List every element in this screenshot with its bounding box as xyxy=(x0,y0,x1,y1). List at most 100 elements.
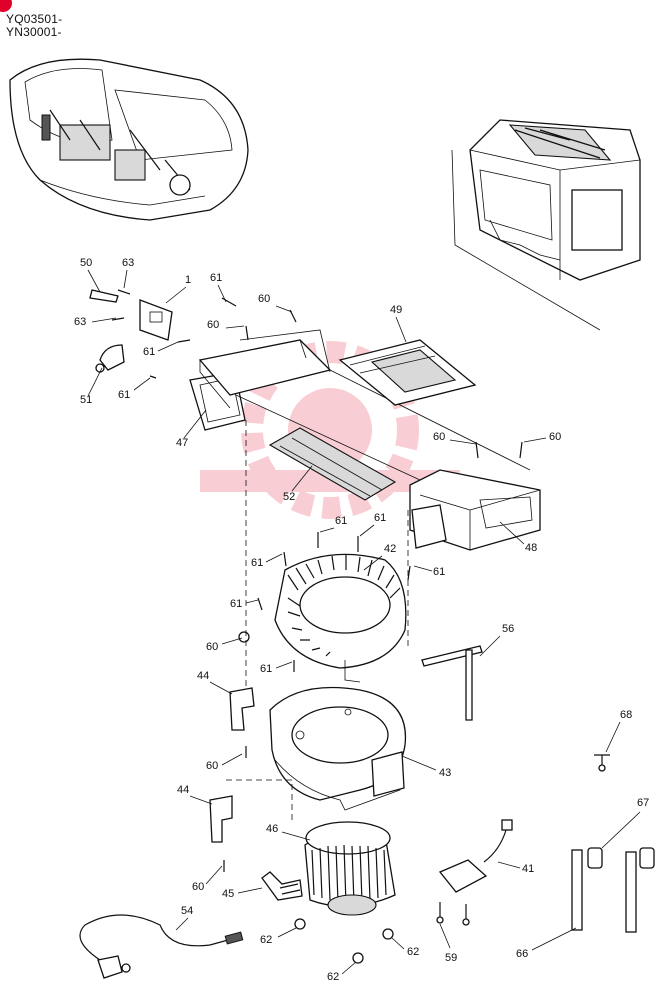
leader-line-54 xyxy=(175,917,189,931)
screws-62 xyxy=(294,918,394,964)
leader-line-43 xyxy=(401,755,437,771)
part-callout-46: 46 xyxy=(266,823,278,835)
bracket-44-upper xyxy=(229,687,255,731)
leader-line-59 xyxy=(439,923,451,949)
air-filter-52 xyxy=(268,427,397,501)
part-callout-54: 54 xyxy=(181,905,193,917)
leader-line-62 xyxy=(277,927,297,938)
part-callout-60: 60 xyxy=(206,760,218,772)
leader-line-61 xyxy=(133,377,151,391)
leader-line-60 xyxy=(449,439,477,445)
part-callout-62: 62 xyxy=(407,946,419,958)
seal-strip-56 xyxy=(421,645,483,721)
part-callout-61: 61 xyxy=(143,346,155,358)
part-callout-44: 44 xyxy=(177,784,189,796)
leader-line-49 xyxy=(395,316,407,343)
part-callout-62: 62 xyxy=(327,971,339,983)
part-callout-63: 63 xyxy=(122,257,134,269)
leader-line-67 xyxy=(601,811,641,849)
screws xyxy=(149,297,523,872)
part-callout-63: 63 xyxy=(74,316,86,328)
connector-45 xyxy=(261,871,303,901)
part-callout-45: 45 xyxy=(222,888,234,900)
leader-line-45 xyxy=(237,887,263,894)
part-callout-41: 41 xyxy=(522,863,534,875)
screws-59 xyxy=(436,902,470,926)
leader-line-61 xyxy=(157,341,179,352)
leader-line-47 xyxy=(183,409,207,439)
filter-cover-49 xyxy=(338,339,477,406)
part-callout-43: 43 xyxy=(439,767,451,779)
leader-line-62 xyxy=(391,937,405,950)
leader-line-63 xyxy=(123,269,128,289)
leader-line-48 xyxy=(499,521,525,545)
leader-line-62 xyxy=(341,961,357,975)
harness-54 xyxy=(79,914,244,979)
part-callout-60: 60 xyxy=(549,431,561,443)
leader-line-61 xyxy=(413,565,433,572)
part-callout-60: 60 xyxy=(258,293,270,305)
corner-marker xyxy=(0,0,12,12)
scroll-case-upper-42 xyxy=(274,553,407,683)
leader-line-52 xyxy=(291,465,313,492)
leader-line-44 xyxy=(209,681,233,695)
part-callout-67: 67 xyxy=(637,797,649,809)
duct-assembly-48 xyxy=(409,469,541,551)
leader-line-1 xyxy=(165,286,187,304)
leader-line-60 xyxy=(221,753,243,766)
part-callout-51: 51 xyxy=(80,394,92,406)
part-callout-59: 59 xyxy=(445,952,457,964)
leader-line-60 xyxy=(205,865,223,885)
leader-line-60 xyxy=(225,325,245,329)
clip-68 xyxy=(594,754,610,772)
leader-line-42 xyxy=(363,555,383,571)
servo-bracket-group xyxy=(89,289,173,373)
part-callout-66: 66 xyxy=(516,948,528,960)
leader-line-60 xyxy=(523,437,547,443)
drain-tubes-66 xyxy=(571,849,637,933)
part-callout-50: 50 xyxy=(80,257,92,269)
part-callout-61: 61 xyxy=(335,515,347,527)
part-callout-52: 52 xyxy=(283,491,295,503)
part-callout-49: 49 xyxy=(390,304,402,316)
part-callout-44: 44 xyxy=(197,670,209,682)
part-callout-56: 56 xyxy=(502,623,514,635)
watermark-logo xyxy=(200,341,460,519)
leader-line-66 xyxy=(531,927,577,951)
leader-line-61 xyxy=(359,524,375,537)
header-code-1: YQ03501- xyxy=(6,12,63,26)
resistor-41 xyxy=(438,819,513,893)
header-code-2: YN30001- xyxy=(6,25,62,39)
part-callout-61: 61 xyxy=(251,557,263,569)
leader-line-50 xyxy=(87,269,101,293)
part-callout-60: 60 xyxy=(433,431,445,443)
caps-67 xyxy=(587,847,655,869)
part-callout-47: 47 xyxy=(176,437,188,449)
part-callout-60: 60 xyxy=(206,641,218,653)
part-callout-60: 60 xyxy=(192,881,204,893)
leader-line-56 xyxy=(479,635,501,657)
leader-line-44 xyxy=(189,795,213,805)
leader-line-46 xyxy=(281,831,311,841)
leader-line-61 xyxy=(319,527,335,533)
part-callout-60: 60 xyxy=(207,319,219,331)
part-callout-61: 61 xyxy=(374,512,386,524)
part-callout-48: 48 xyxy=(525,542,537,554)
leader-line-61 xyxy=(245,599,259,604)
leader-line-61 xyxy=(265,553,283,563)
part-callout-68: 68 xyxy=(620,709,632,721)
part-callout-61: 61 xyxy=(210,272,222,284)
bracket-44-lower xyxy=(209,795,233,843)
leader-line-61 xyxy=(217,284,227,303)
leader-line-60 xyxy=(221,637,243,645)
part-callout-61: 61 xyxy=(260,663,272,675)
blower-motor-46 xyxy=(304,821,396,916)
installation-view-unit xyxy=(451,119,641,331)
part-callout-61: 61 xyxy=(230,598,242,610)
part-callout-62: 62 xyxy=(260,934,272,946)
leader-line-68 xyxy=(605,721,621,753)
part-callout-61: 61 xyxy=(433,566,445,578)
